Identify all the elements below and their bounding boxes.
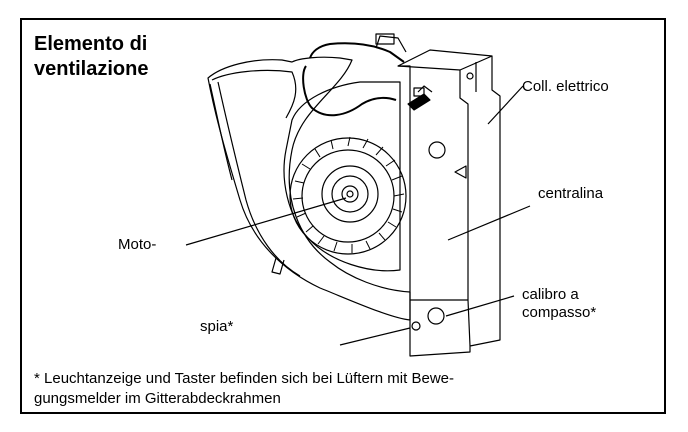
label-indicator: spia* [200, 318, 234, 335]
leader-control-unit [447, 205, 531, 241]
leader-indicator [339, 327, 411, 346]
fan-housing-outline [207, 56, 411, 321]
outlet-inner-edge [211, 69, 297, 119]
screw-hole [428, 141, 446, 159]
footnote-line-1: * Leuchtanzeige und Taster befinden sich… [34, 370, 454, 387]
motor-hub [321, 165, 379, 223]
figure-frame [20, 18, 666, 414]
label-motor: Moto- [118, 236, 157, 253]
label-electrical-connection: Coll. elettrico [522, 78, 609, 95]
calibre-button [427, 307, 445, 325]
title-line-2: ventilazione [34, 58, 149, 80]
diagram-title: Elemento di ventilazione [34, 32, 204, 82]
label-calibre-line-2: compasso* [522, 304, 597, 321]
leader-calibre [445, 295, 515, 317]
indicator-light [411, 321, 421, 331]
title-line-1: Elemento di [34, 33, 148, 55]
label-calibre-line-1: calibro a [522, 286, 579, 303]
label-control-unit: centralina [538, 185, 604, 202]
impeller-blades [292, 136, 405, 253]
rotor-outer-ring [289, 137, 407, 255]
footnote: * Leuchtanzeige und Taster befinden sich… [34, 369, 654, 409]
power-cable [309, 42, 405, 63]
leader-motor [185, 197, 347, 246]
control-unit-box [397, 49, 501, 357]
scroll-casing [283, 81, 401, 272]
leader-electrical [487, 85, 524, 125]
footnote-line-2: gungsmelder im Gitterabdeckrahmen [34, 390, 281, 407]
